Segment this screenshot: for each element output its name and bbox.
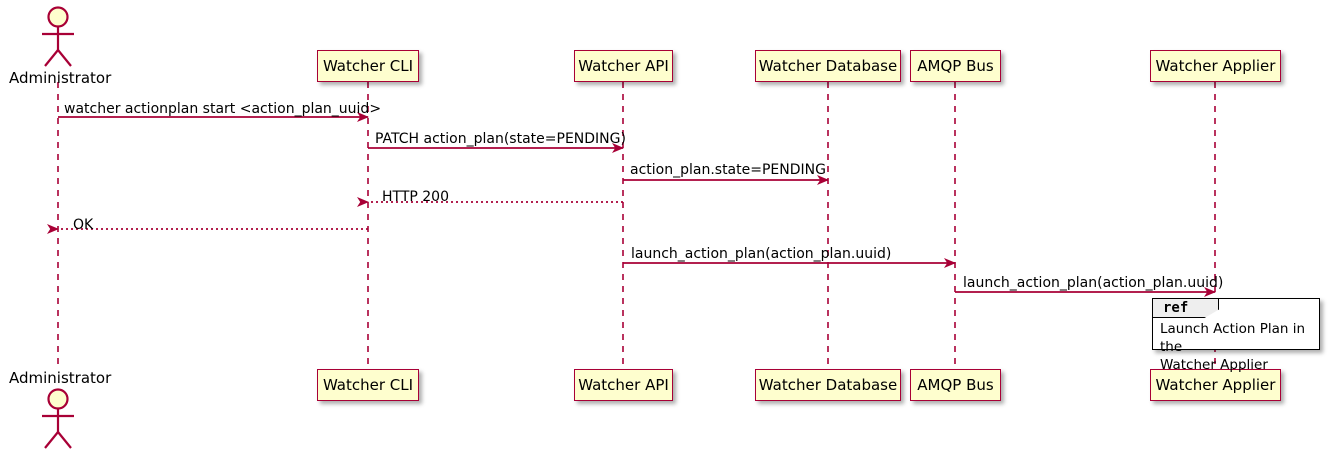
participant-box-amqp-bus-bottom[interactable]: AMQP Bus (910, 369, 1001, 401)
ref-fragment-text: Launch Action Plan in the Watcher Applie… (1160, 321, 1319, 374)
participant-box-watcher-database-bottom[interactable]: Watcher Database (755, 369, 901, 401)
participant-box-watcher-cli-bottom[interactable]: Watcher CLI (317, 369, 419, 401)
participant-box-watcher-api-top[interactable]: Watcher API (574, 50, 673, 82)
participant-box-watcher-api-bottom[interactable]: Watcher API (574, 369, 673, 401)
ref-fragment-text-line1: Launch Action Plan in the (1160, 321, 1319, 357)
lifelines-group (58, 82, 1215, 369)
participant-box-amqp-bus-top[interactable]: AMQP Bus (910, 50, 1001, 82)
participant-box-watcher-cli-top[interactable]: Watcher CLI (317, 50, 419, 82)
message-label-m7: launch_action_plan(action_plan.uuid) (963, 276, 1223, 290)
message-label-m6: launch_action_plan(action_plan.uuid) (631, 247, 891, 261)
message-arrows-group (58, 117, 1215, 292)
ref-fragment-text-line2: Watcher Applier (1160, 357, 1319, 375)
ref-fragment-launch-action-plan: ref Launch Action Plan in the Watcher Ap… (1152, 298, 1320, 350)
ref-fragment-keyword: ref (1153, 299, 1219, 318)
message-label-m5: OK (73, 218, 93, 232)
actor-figure-administrator-bottom (42, 390, 74, 449)
message-label-m1: watcher actionplan start <action_plan_uu… (64, 102, 381, 116)
participant-box-watcher-applier-top[interactable]: Watcher Applier (1150, 50, 1281, 82)
message-label-m3: action_plan.state=PENDING (630, 163, 826, 177)
message-label-m2: PATCH action_plan(state=PENDING) (375, 132, 626, 146)
message-label-m4: HTTP 200 (382, 190, 449, 204)
actor-label-administrator-bottom: Administrator (9, 371, 111, 386)
actor-label-administrator-top: Administrator (9, 71, 111, 86)
actor-figure-administrator-top (42, 8, 74, 67)
participant-box-watcher-database-top[interactable]: Watcher Database (755, 50, 901, 82)
